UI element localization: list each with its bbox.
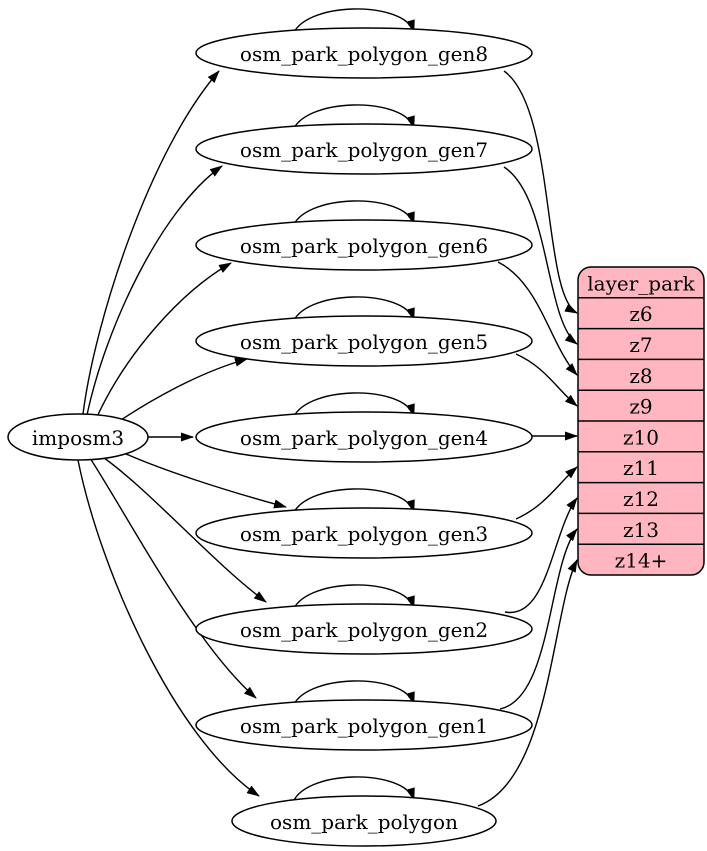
zoom-row-label-z7: z7 xyxy=(629,333,652,357)
node-imposm3: imposm3 xyxy=(7,413,149,461)
self-loop-osm-park-polygon-gen3 xyxy=(291,488,415,518)
node-osm-park-polygon-gen5: osm_park_polygon_gen5 xyxy=(195,315,533,367)
self-loop-osm-park-polygon-gen1 xyxy=(291,680,415,710)
edge-imposm3-to-osm-park-polygon-gen5 xyxy=(111,357,248,427)
node-ellipse xyxy=(195,123,533,175)
node-osm-park-polygon: osm_park_polygon xyxy=(231,795,497,847)
self-loop-osm-park-polygon-gen8 xyxy=(291,8,415,38)
layer-table-title: layer_park xyxy=(587,271,695,295)
zoom-row-label-z11: z11 xyxy=(623,456,659,480)
node-label: osm_park_polygon_gen5 xyxy=(240,330,488,354)
self-loop-osm-park-polygon-gen4 xyxy=(291,392,415,422)
edge-osm-park-polygon-gen7-to-z7 xyxy=(503,166,578,345)
edge-osm-park-polygon-gen6-to-z8 xyxy=(497,261,578,376)
edge-osm-park-polygon-gen5-to-z9 xyxy=(515,353,578,407)
zoom-row-label-z8: z8 xyxy=(629,364,652,388)
node-label: osm_park_polygon_gen3 xyxy=(240,522,488,546)
node-osm-park-polygon-gen6: osm_park_polygon_gen6 xyxy=(195,219,533,271)
edge-imposm3-to-osm-park-polygon xyxy=(77,459,260,797)
node-label: osm_park_polygon_gen1 xyxy=(240,714,488,738)
node-osm-park-polygon-gen2: osm_park_polygon_gen2 xyxy=(195,603,533,655)
edge-osm-park-polygon-gen3-to-z11 xyxy=(515,466,578,520)
zoom-row-label-z12: z12 xyxy=(623,487,659,511)
node-ellipse xyxy=(195,699,533,751)
edge-imposm3-to-osm-park-polygon-gen3 xyxy=(114,448,287,509)
node-label: imposm3 xyxy=(32,426,124,450)
self-loop-osm-park-polygon-gen2 xyxy=(291,584,415,614)
node-ellipse xyxy=(195,27,533,79)
node-ellipse xyxy=(195,219,533,271)
self-loop-osm-park-polygon-gen6 xyxy=(291,200,415,230)
node-label: osm_park_polygon_gen8 xyxy=(240,42,488,66)
edge-osm-park-polygon-gen2-to-z12 xyxy=(504,497,578,613)
node-label: osm_park_polygon_gen4 xyxy=(240,426,488,450)
node-osm-park-polygon-gen1: osm_park_polygon_gen1 xyxy=(195,699,533,751)
self-loop-osm-park-polygon xyxy=(291,776,415,806)
edges-layer xyxy=(77,8,578,807)
node-ellipse xyxy=(195,603,533,655)
node-ellipse xyxy=(231,795,497,847)
edge-imposm3-to-osm-park-polygon-gen6 xyxy=(95,262,232,420)
node-label: osm_park_polygon xyxy=(270,810,458,834)
node-ellipse xyxy=(195,507,533,559)
edge-imposm3-to-osm-park-polygon-gen2 xyxy=(99,454,267,603)
node-osm-park-polygon-gen7: osm_park_polygon_gen7 xyxy=(195,123,533,175)
node-ellipse xyxy=(195,411,533,463)
node-osm-park-polygon-gen8: osm_park_polygon_gen8 xyxy=(195,27,533,79)
zoom-row-label-z10: z10 xyxy=(623,425,659,449)
edge-osm-park-polygon-gen8-to-z6 xyxy=(503,70,578,314)
zoom-row-label-z6: z6 xyxy=(629,302,652,326)
nodes-layer: imposm3 osm_park_polygon_gen8 osm_park_pol… xyxy=(7,27,533,847)
node-ellipse xyxy=(7,413,149,461)
edge-imposm3-to-osm-park-polygon-gen7 xyxy=(86,165,223,416)
edge-osm-park-polygon-to-z14- xyxy=(477,559,578,807)
self-loop-osm-park-polygon-gen7 xyxy=(291,104,415,134)
zoom-row-label-z9: z9 xyxy=(629,395,652,419)
edge-imposm3-to-osm-park-polygon-gen1 xyxy=(89,457,257,699)
node-osm-park-polygon-gen3: osm_park_polygon_gen3 xyxy=(195,507,533,559)
node-osm-park-polygon-gen4: osm_park_polygon_gen4 xyxy=(195,411,533,463)
layer-park-table: layer_park z6 z7 z8 z9 z10 z11 z12 z13 z14+ xyxy=(577,266,705,576)
zoom-row-label-z14-: z14+ xyxy=(615,549,668,573)
self-loop-osm-park-polygon-gen5 xyxy=(291,296,415,326)
edge-osm-park-polygon-gen1-to-z13 xyxy=(499,528,578,710)
zoom-row-label-z13: z13 xyxy=(623,518,659,542)
node-label: osm_park_polygon_gen2 xyxy=(240,618,488,642)
node-ellipse xyxy=(195,315,533,367)
node-label: osm_park_polygon_gen6 xyxy=(240,234,488,258)
edge-imposm3-to-osm-park-polygon-gen8 xyxy=(82,70,220,415)
node-label: osm_park_polygon_gen7 xyxy=(240,138,488,162)
